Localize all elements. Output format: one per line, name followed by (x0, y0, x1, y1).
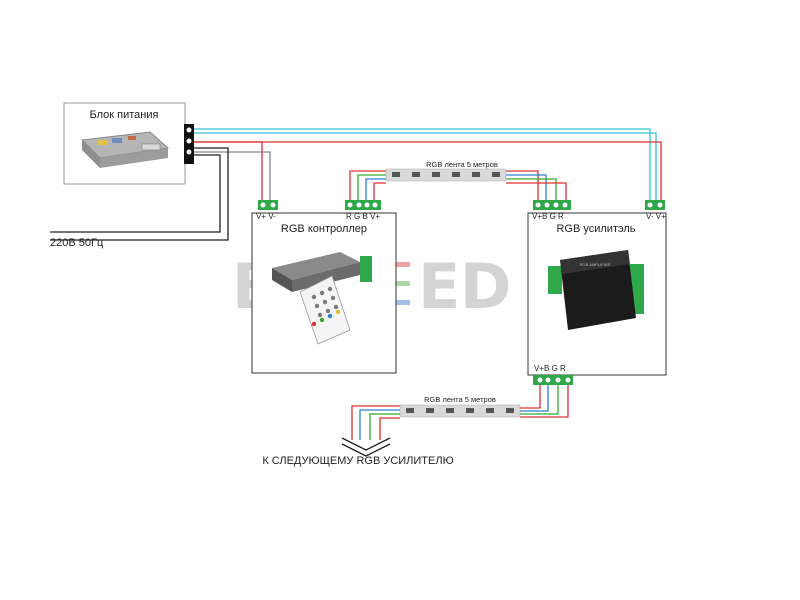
controller-pins: R G B V+ (346, 212, 380, 221)
wire-green (506, 178, 557, 205)
controller-power-terminal (258, 200, 278, 210)
wire-green (520, 378, 559, 415)
wire-black (50, 154, 221, 233)
controller-rgb-terminal (345, 200, 381, 210)
psu-device-icon (80, 131, 170, 168)
controller-title: RGB контроллер (281, 223, 367, 235)
wire-red (506, 170, 539, 205)
wire-red (520, 378, 569, 418)
amp-power-terminal (645, 200, 665, 210)
controller-device-icon (272, 252, 372, 292)
next-amplifier-label: К СЛЕДУЮЩЕМУ RGB УСИЛИТЕЛЮ (262, 455, 453, 467)
rgb-amplifier: V+B G R V- V+ RGB усилитэль RGB AMPLIFIE… (527, 200, 667, 385)
remote-control-icon (299, 275, 351, 345)
amp-title: RGB усилитэль (556, 223, 635, 235)
watermark-letter: E (418, 250, 460, 323)
strip1-label: RGB лента 5 метров (426, 160, 498, 169)
wire-cyan (192, 128, 651, 205)
amp-output-pins: V+B G R (534, 364, 566, 373)
strip2-label: RGB лента 5 метров (424, 395, 496, 404)
led-strip-1: RGB лента 5 метров (385, 160, 507, 182)
wire-red (506, 182, 567, 205)
wire-cyan (192, 132, 657, 205)
wire-red (349, 170, 386, 205)
mains-label: 220В 50Гц (50, 237, 104, 249)
wire-black (50, 147, 229, 241)
strip2-body (399, 404, 521, 418)
psu-title: Блок питания (90, 109, 159, 121)
wire-red (379, 417, 400, 440)
wire-red (351, 405, 400, 440)
amp-output-terminal (533, 375, 573, 385)
wire-red (373, 182, 386, 205)
amp-input-pins: V+B G R (532, 212, 564, 221)
controller-power-pins: V+ V- (256, 212, 276, 221)
wire-red (192, 141, 662, 205)
led-strip-2: RGB лента 5 метров (399, 395, 521, 418)
strip1-body (385, 168, 507, 182)
amp-device-text: RGB AMPLIFIER (580, 262, 611, 267)
amp-input-terminal (533, 200, 571, 210)
wire-red (192, 141, 263, 205)
rgb-controller: V+ V- R G B V+ RGB контроллер (251, 200, 397, 374)
wire-blue (359, 409, 400, 440)
wire-blue (520, 378, 549, 412)
arrow-line (341, 443, 391, 457)
watermark-letter: D (460, 250, 511, 323)
wire-blue (506, 174, 547, 205)
psu-terminal (184, 124, 194, 164)
wire-blue (365, 178, 386, 205)
wire-green (357, 174, 386, 205)
wire-red (520, 378, 541, 409)
arrow-line (341, 437, 391, 451)
amp-device-icon: RGB AMPLIFIER (548, 250, 644, 330)
wires (50, 128, 662, 457)
wire-green (369, 413, 400, 440)
power-supply: Блок питания (63, 102, 194, 185)
amp-power-pins: V- V+ (646, 212, 666, 221)
wire-black (192, 151, 271, 205)
